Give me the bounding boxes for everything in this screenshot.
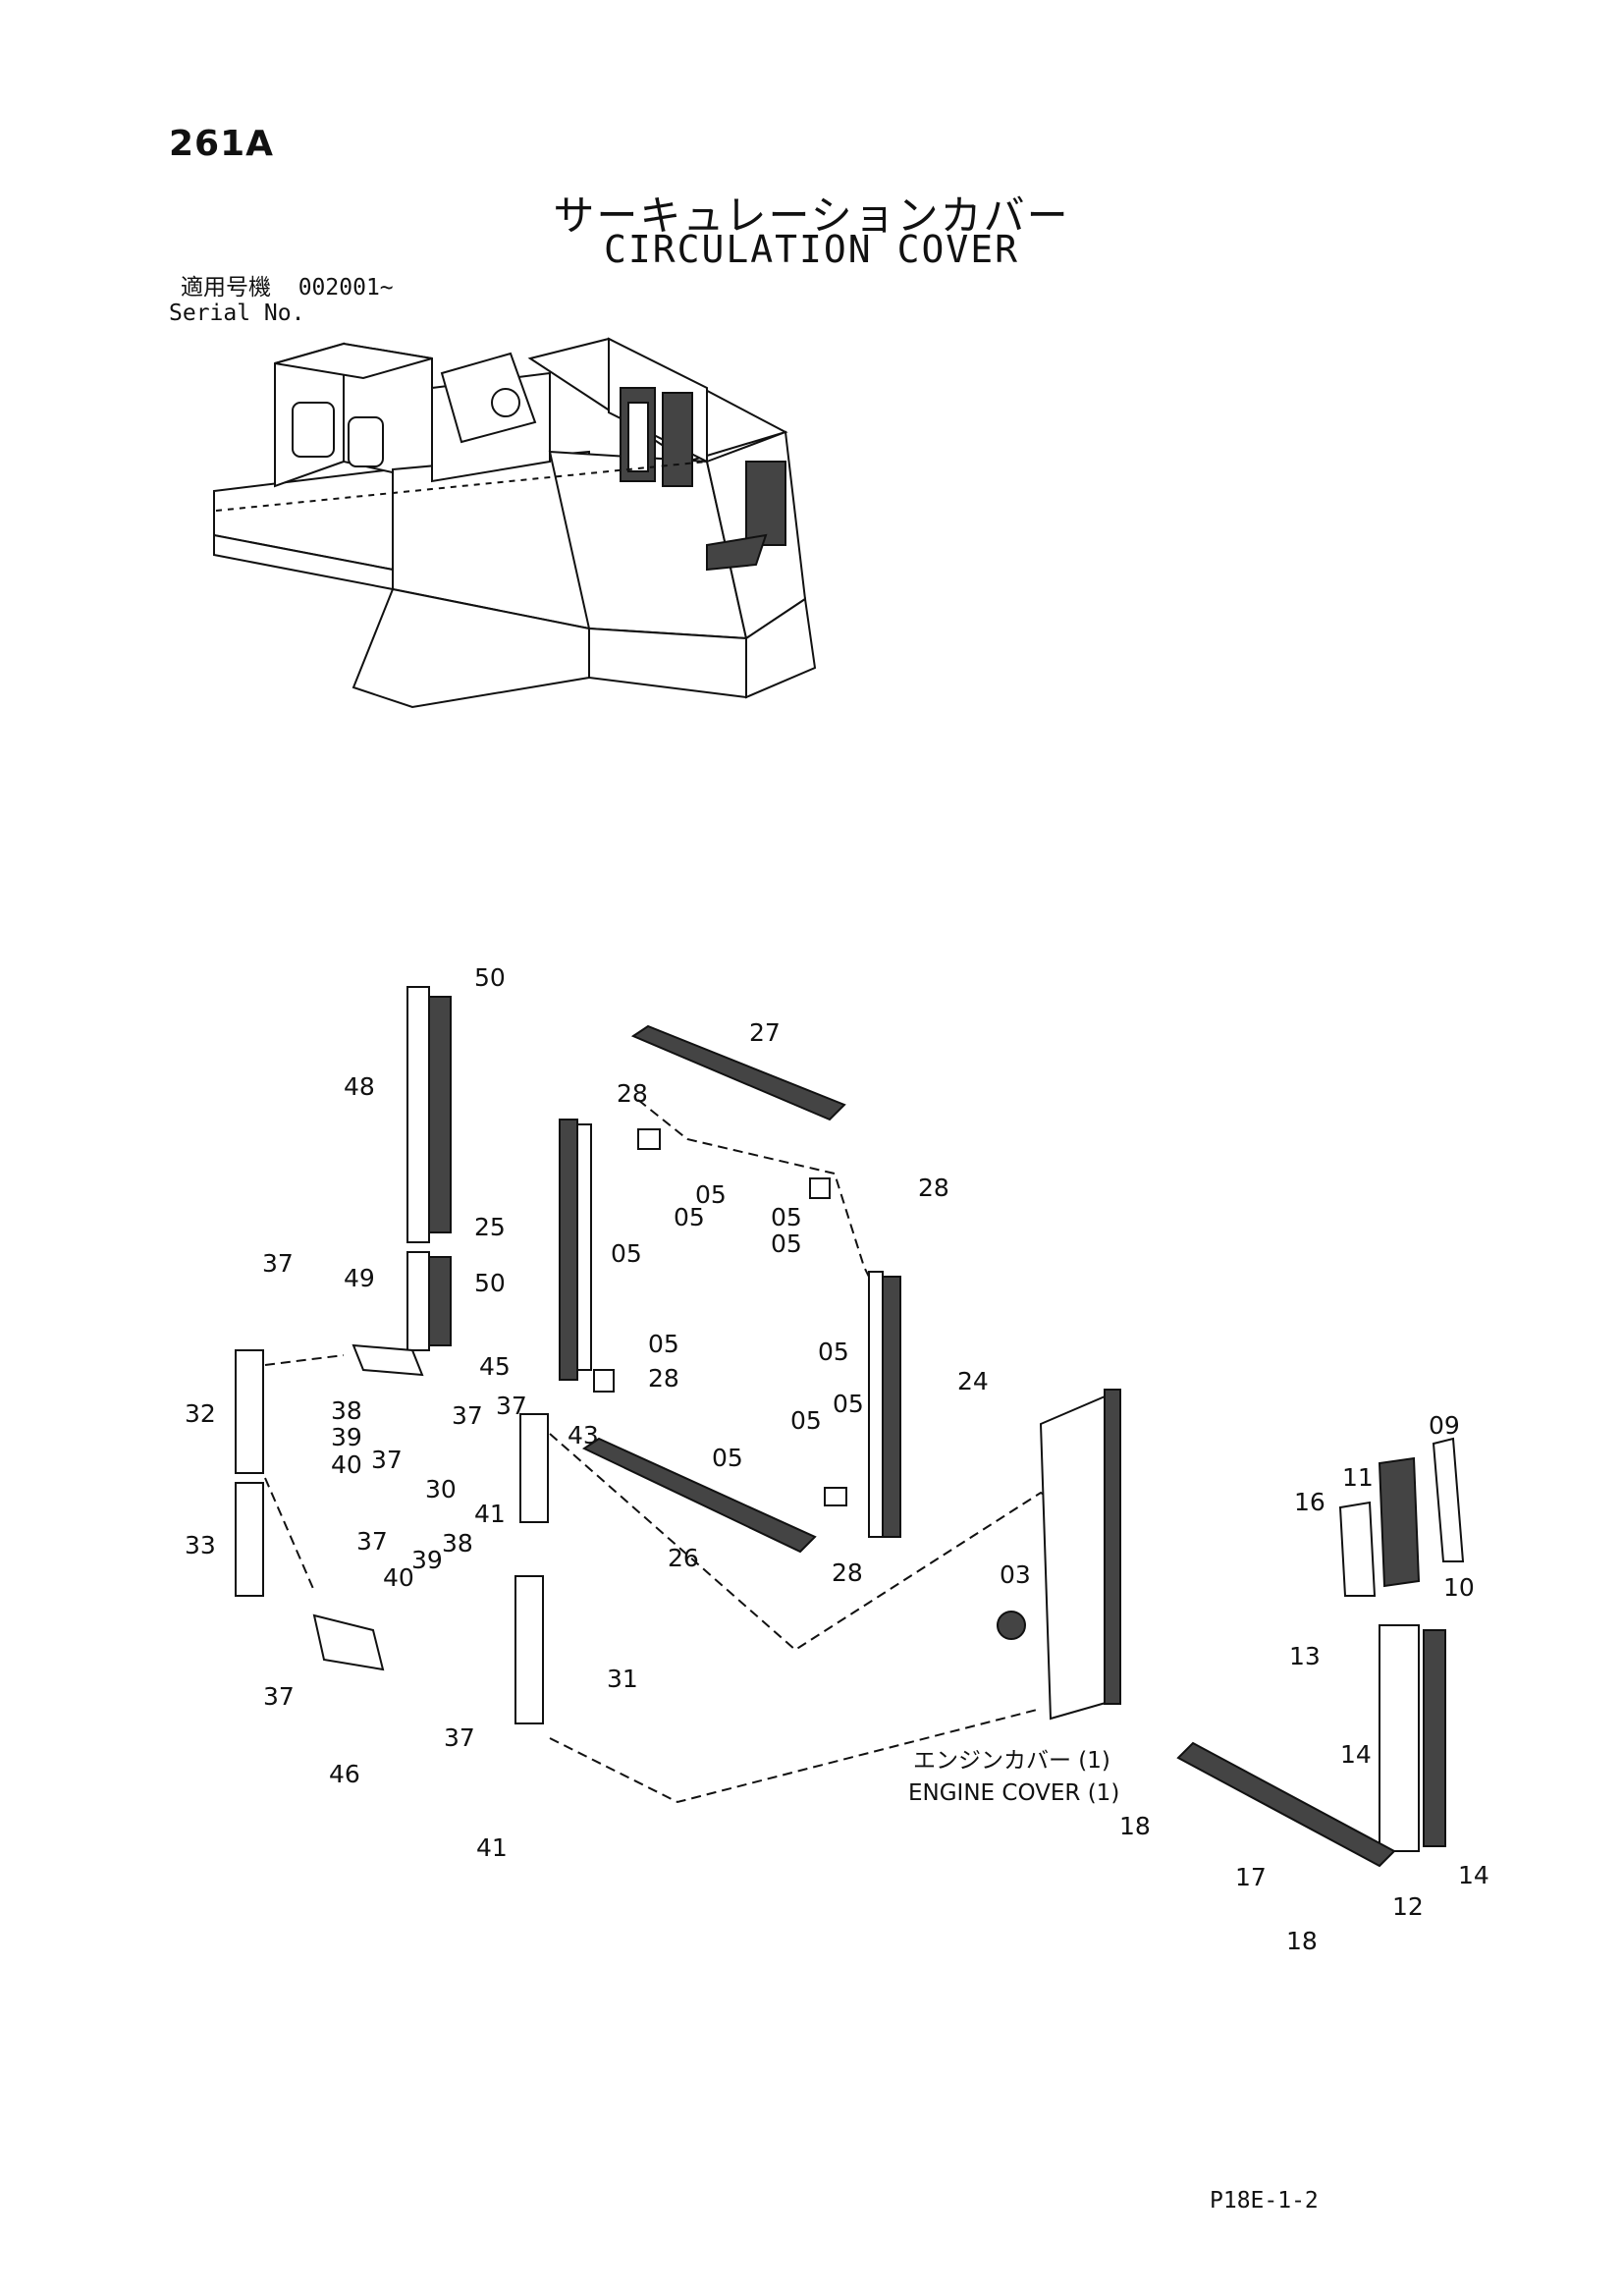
part-label: 05 <box>771 1230 802 1258</box>
part-label: 12 <box>1392 1892 1424 1921</box>
title-english: CIRCULATION COVER <box>604 228 1019 271</box>
part-label: 13 <box>1289 1642 1321 1670</box>
serial-label-ja: 適用号機 <box>181 275 271 301</box>
part-27-top-bar <box>630 1024 846 1121</box>
part-label: 18 <box>1119 1812 1151 1840</box>
part-label: 39 <box>411 1546 443 1574</box>
part-label: 43 <box>568 1421 599 1449</box>
part-label: 37 <box>356 1527 388 1556</box>
part-label: 05 <box>771 1203 802 1231</box>
part-label: 16 <box>1294 1488 1325 1516</box>
part-label: 38 <box>331 1396 362 1425</box>
serial-block: 適用号機 002001~ Serial No. <box>169 275 394 326</box>
part-label: 05 <box>674 1203 705 1231</box>
part-label: 25 <box>474 1213 506 1241</box>
footer-code: P18E-1-2 <box>1210 2188 1319 2214</box>
page-code: 261A <box>169 124 275 164</box>
part-label: 05 <box>611 1239 642 1268</box>
part-label: 33 <box>185 1531 216 1559</box>
part-26-bottom-bar <box>581 1437 817 1554</box>
part-label: 37 <box>262 1249 294 1278</box>
part-label: 50 <box>474 963 506 992</box>
right-parts <box>1176 1437 1465 1868</box>
part-label: 40 <box>383 1563 414 1592</box>
part-label: 14 <box>1340 1740 1372 1769</box>
part-label: 28 <box>918 1174 949 1202</box>
part-label: 26 <box>668 1544 699 1572</box>
part-label: 38 <box>442 1529 473 1558</box>
machine-overview-drawing <box>213 337 817 709</box>
part-label: 37 <box>263 1682 295 1711</box>
part-49-channel <box>406 1251 452 1351</box>
brackets <box>235 1128 847 1724</box>
part-25-left-bar <box>559 1119 592 1381</box>
engine-cover-label-en: ENGINE COVER (1) <box>908 1780 1119 1806</box>
part-label: 32 <box>185 1399 216 1428</box>
part-label: 05 <box>695 1180 727 1209</box>
part-label: 41 <box>474 1500 506 1528</box>
engine-cover-label-ja: エンジンカバー (1) <box>913 1748 1110 1774</box>
engine-cover-panel <box>997 1389 1121 1721</box>
serial-value: 002001~ <box>298 275 394 301</box>
part-label: 37 <box>496 1392 527 1420</box>
part-label: 05 <box>833 1390 864 1418</box>
part-label: 11 <box>1342 1463 1374 1492</box>
part-label: 37 <box>371 1446 403 1474</box>
part-label: 18 <box>1286 1927 1318 1955</box>
part-label: 05 <box>648 1330 679 1358</box>
part-label: 17 <box>1235 1863 1267 1891</box>
part-label: 31 <box>607 1665 638 1693</box>
part-label: 40 <box>331 1450 362 1479</box>
serial-label-en: Serial No. <box>169 301 305 326</box>
part-label: 10 <box>1443 1573 1475 1602</box>
part-label: 41 <box>476 1833 508 1862</box>
part-label: 14 <box>1458 1861 1489 1889</box>
part-24-right-bar <box>868 1271 901 1538</box>
title-japanese: サーキュレーションカバー <box>553 191 1070 240</box>
part-label: 39 <box>331 1423 362 1451</box>
part-label: 05 <box>790 1406 822 1435</box>
part-label: 28 <box>832 1558 863 1587</box>
part-label: 05 <box>712 1444 743 1472</box>
part-label: 03 <box>1000 1560 1031 1589</box>
part-label: 30 <box>425 1475 457 1503</box>
part-label: 46 <box>329 1760 360 1788</box>
part-label: 45 <box>479 1352 511 1381</box>
part-label: 28 <box>617 1079 648 1108</box>
part-label: 27 <box>749 1018 781 1047</box>
part-label: 24 <box>957 1367 989 1395</box>
part-label: 50 <box>474 1269 506 1297</box>
part-label: 48 <box>344 1072 375 1101</box>
part-label: 37 <box>452 1401 483 1430</box>
part-label: 09 <box>1429 1411 1460 1440</box>
part-label: 37 <box>444 1723 475 1752</box>
part-label: 28 <box>648 1364 679 1393</box>
part-48-channel <box>406 986 452 1243</box>
part-label: 49 <box>344 1264 375 1292</box>
part-label: 05 <box>818 1338 849 1366</box>
part-number-labels: 50 48 27 28 05 05 28 05 25 05 05 37 49 5… <box>185 963 1489 1955</box>
